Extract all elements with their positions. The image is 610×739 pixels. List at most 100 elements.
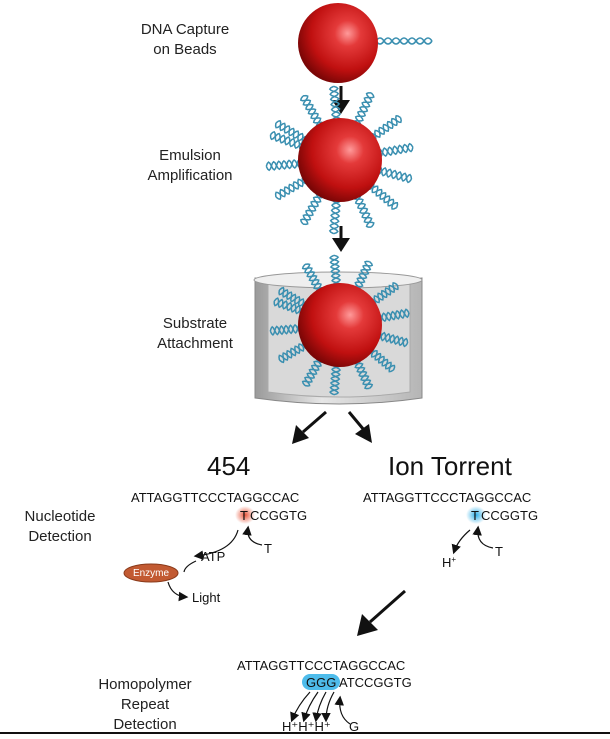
dna-strand <box>354 261 374 292</box>
seq454-highlight: T <box>240 508 248 523</box>
platform-454-title: 454 <box>207 451 251 481</box>
dna-strand <box>367 184 398 210</box>
dna-strand <box>278 340 308 361</box>
dna-strand <box>304 263 325 293</box>
capture-bead <box>298 3 378 83</box>
emulsion-bead-group <box>265 85 414 235</box>
dna-strand <box>299 191 322 225</box>
dna-strand <box>328 362 342 396</box>
seq454-atp-arrow <box>193 529 239 560</box>
dna-strand <box>273 297 306 315</box>
homopolymer-detection-label: Homopolymer Repeat Detection <box>90 675 200 735</box>
dna-strand <box>299 95 322 129</box>
dna-strand <box>352 260 372 292</box>
dna-strand <box>278 343 309 364</box>
seq454-rest: CCGGTG <box>250 508 307 523</box>
dna-strand <box>328 85 342 123</box>
dna-strand <box>367 349 394 373</box>
dna-strand <box>275 178 309 201</box>
dna-strand <box>376 142 414 157</box>
dna-strand <box>368 182 399 208</box>
dna-strand <box>369 282 398 304</box>
dna-strand <box>375 37 433 45</box>
enzyme-label: Enzyme <box>133 568 170 579</box>
dna-strand <box>278 286 309 307</box>
capture-label-line2: on Beads <box>153 41 217 58</box>
platform-ion-title: Ion Torrent <box>388 451 512 481</box>
capture-label: DNA Capture on Beads <box>120 20 250 60</box>
seqIon-highlight: T <box>471 508 479 523</box>
substrate-label: Substrate Attachment <box>130 314 260 354</box>
dna-strand <box>274 122 308 145</box>
dna-strand <box>375 331 409 348</box>
dna-strand <box>329 85 342 123</box>
emulsion-bead <box>298 118 382 202</box>
homopolymer-arrow <box>369 589 406 624</box>
dna-strand <box>328 254 342 288</box>
seqHomo-arrow-4 <box>321 691 335 723</box>
dna-strand <box>301 356 322 387</box>
emulsion-label-line1: Emulsion <box>159 147 221 164</box>
dna-strand <box>304 357 325 387</box>
down-arrow-2-head <box>332 238 350 252</box>
dna-strand <box>329 362 342 396</box>
split-arrow-left <box>302 410 327 434</box>
dna-strand <box>354 193 375 228</box>
split-arrow-right-head <box>355 424 372 443</box>
seq454-top: ATTAGGTTCCCTAGGCCAC <box>131 490 299 505</box>
dna-strand <box>329 254 342 288</box>
down-arrow-1-head <box>332 100 350 114</box>
dna-strand <box>376 308 410 323</box>
seqIon-highlight-glow <box>466 506 486 524</box>
dna-strand <box>273 298 305 316</box>
homopolymer-detection-line1: Homopolymer <box>98 676 192 693</box>
seq454-incoming-arrow <box>242 525 263 546</box>
seq454-incoming: T <box>264 541 272 556</box>
emulsion-label: Emulsion Amplification <box>125 146 255 186</box>
dna-strand <box>370 284 399 307</box>
homopolymer-arrow-head <box>357 614 378 636</box>
dna-strand <box>354 92 375 127</box>
seqHomo-incoming-arrow <box>334 695 351 725</box>
dna-strand <box>352 358 372 390</box>
split-arrow-right <box>347 411 366 431</box>
seqIon-incoming-arrow <box>472 525 494 549</box>
seqHomo-highlight: GGG <box>306 675 336 690</box>
dna-strand <box>328 197 342 235</box>
seqHomo-products: H⁺H⁺H⁺ <box>282 719 331 734</box>
seqHomo-arrow-2 <box>301 691 319 723</box>
seqIon-product: H+ <box>442 555 456 570</box>
seq454-highlight-glow <box>235 506 255 524</box>
capture-bead-group <box>298 3 433 83</box>
dna-strand <box>376 330 409 347</box>
dna-strand <box>302 192 325 226</box>
dna-strand <box>376 309 410 323</box>
dna-strand <box>269 323 303 336</box>
seqHomo-incoming: G <box>349 719 359 734</box>
seqHomo-rest: ATCCGGTG <box>339 675 412 690</box>
nucleotide-detection-line2: Detection <box>28 528 92 545</box>
seqIon-top: ATTAGGTTCCCTAGGCCAC <box>363 490 531 505</box>
substrate-label-line1: Substrate <box>162 315 228 332</box>
substrate-bead-group <box>269 254 410 396</box>
substrate-label-line2: Attachment <box>157 335 233 352</box>
seq454-light-arrow <box>167 581 189 602</box>
dna-strand <box>265 158 303 172</box>
dna-strand <box>269 132 305 151</box>
capture-label-line1: DNA Capture <box>140 21 230 38</box>
seqHomo-arrow-1 <box>290 691 311 723</box>
dna-strand <box>352 193 373 228</box>
substrate-bead <box>298 283 382 367</box>
dna-strand <box>278 289 308 310</box>
nucleotide-detection-line1: Nucleotide <box>24 508 96 525</box>
dna-strand <box>376 165 413 182</box>
dna-strand <box>370 117 402 141</box>
dna-strand <box>301 263 322 294</box>
dna-strand <box>352 92 373 127</box>
dna-strand <box>375 167 413 184</box>
seqIon-incoming: T <box>495 544 503 559</box>
dna-strand <box>269 130 306 150</box>
seqIon-product-arrow <box>451 529 471 555</box>
